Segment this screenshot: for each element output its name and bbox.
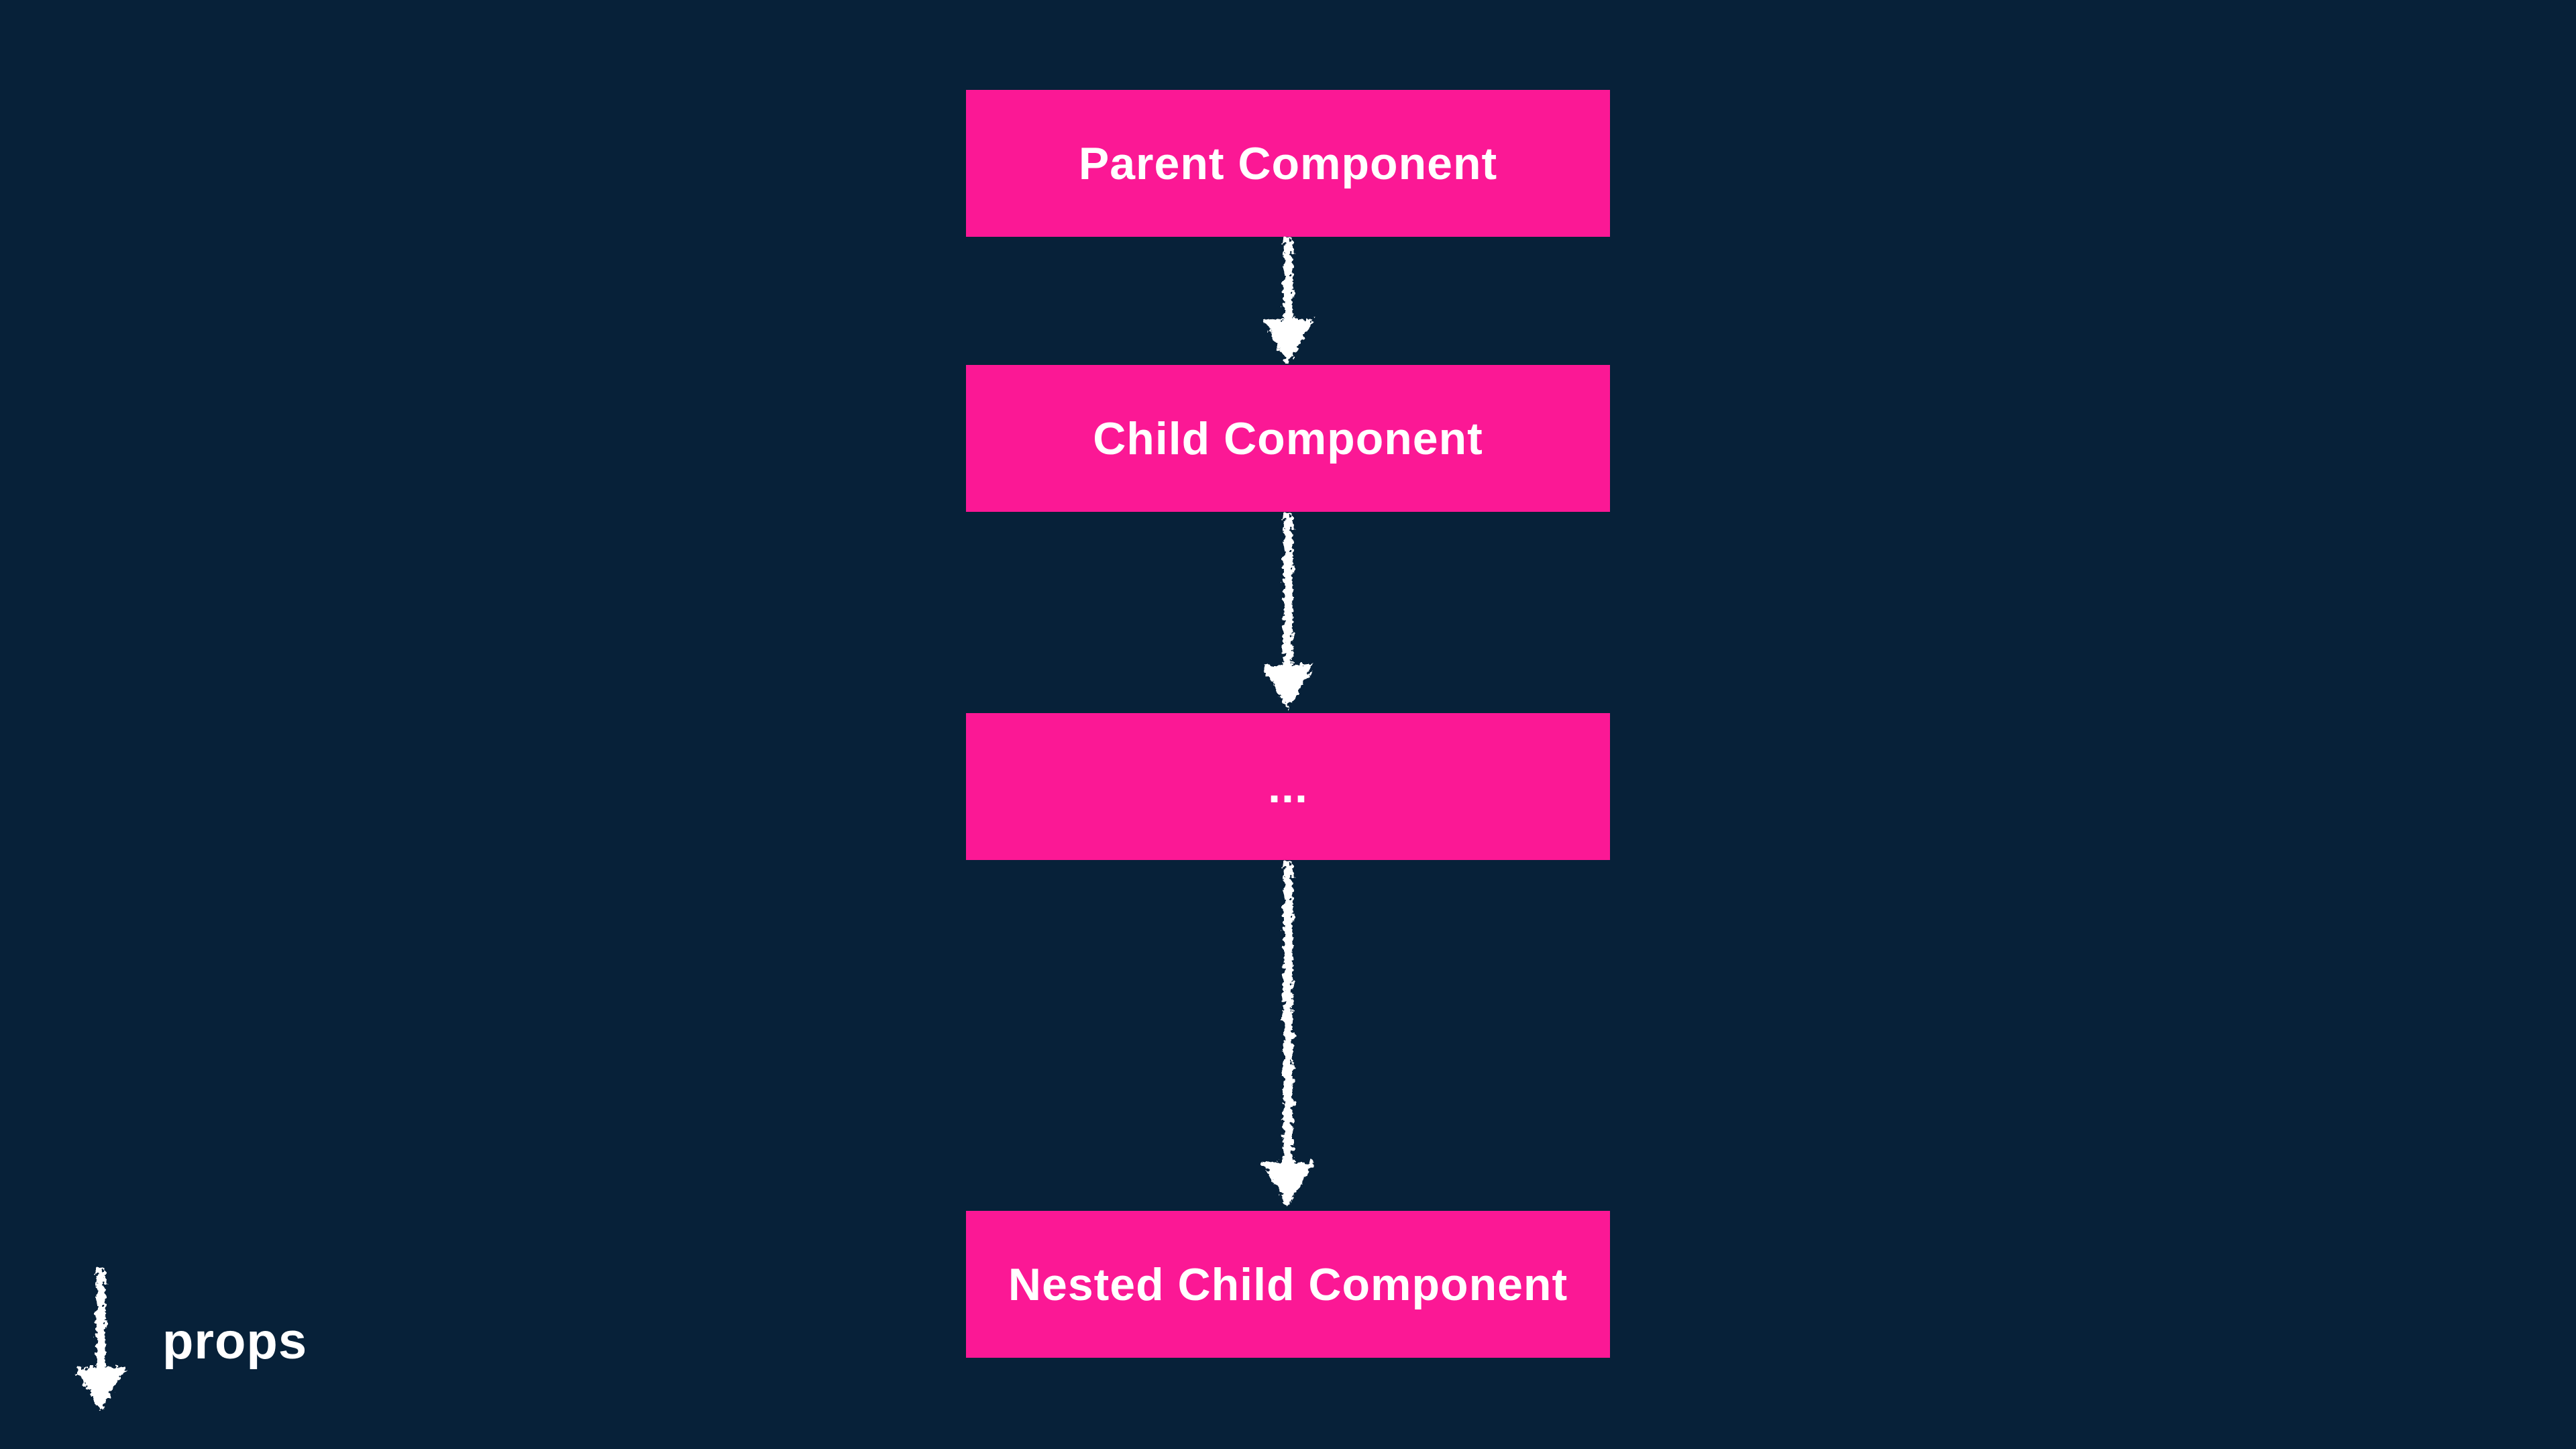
node-parent-label: Parent Component [1078,138,1498,189]
node-ellipsis: ... [966,713,1610,860]
legend-props-label: props [162,1312,308,1370]
node-parent-component: Parent Component [966,90,1610,237]
node-nested-child-component: Nested Child Component [966,1211,1610,1358]
arrow-down-icon [1248,860,1328,1211]
node-child-component: Child Component [966,365,1610,512]
node-ellipsis-label: ... [1268,761,1308,812]
legend: props [60,1267,307,1415]
arrow-down-icon [1248,512,1328,713]
node-nested-label: Nested Child Component [1008,1258,1568,1310]
arrow-down-icon [75,1269,126,1411]
node-child-label: Child Component [1093,413,1483,464]
arrow-down-icon [1248,236,1328,368]
